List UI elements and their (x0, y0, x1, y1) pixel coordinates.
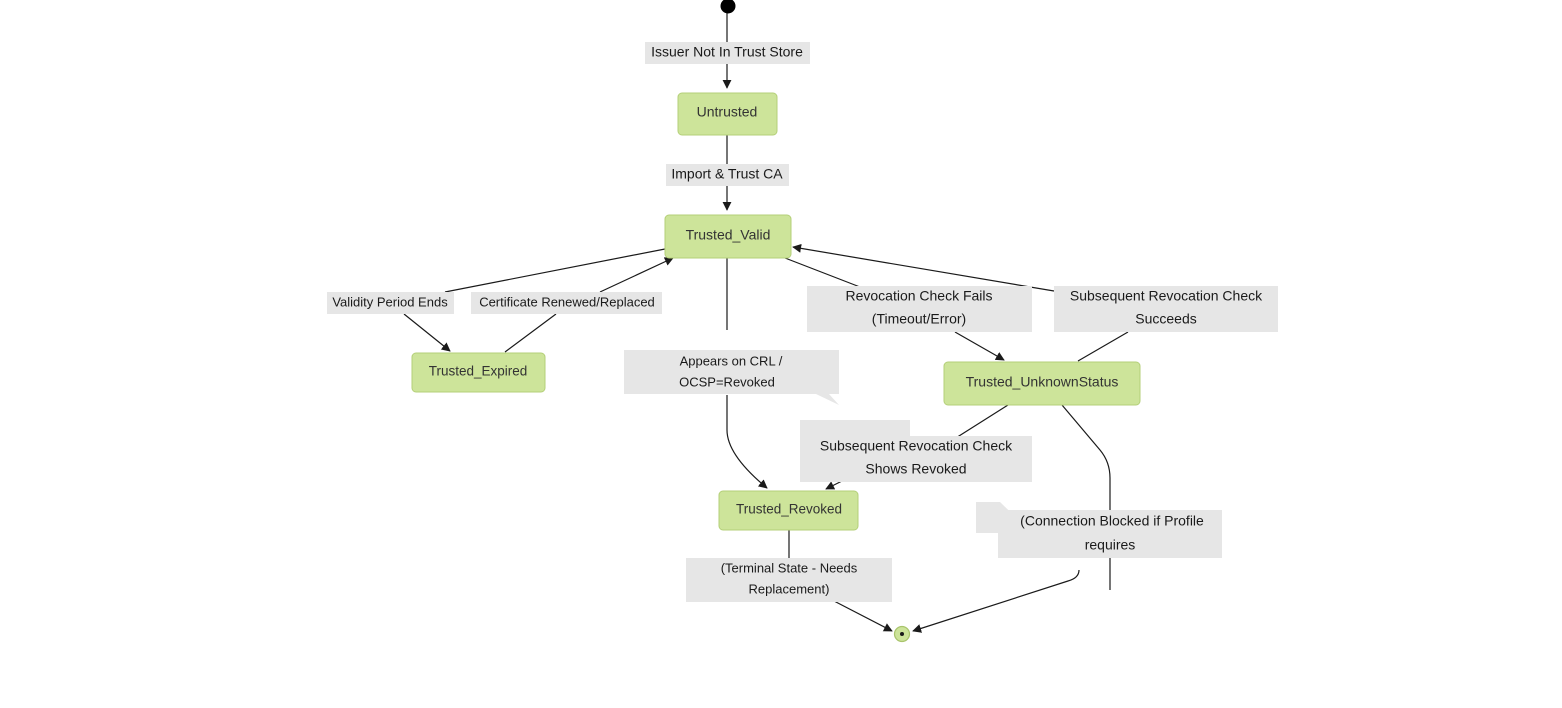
edge-expired-to-valid (504, 258, 673, 353)
svg-text:(Timeout/Error): (Timeout/Error) (872, 311, 966, 327)
edge-revoked-to-end (788, 530, 892, 631)
label-issuer-not-in-trust-store: Issuer Not In Trust Store (645, 42, 810, 64)
label-certificate-renewed: Certificate Renewed/Replaced (471, 292, 662, 314)
state-trusted-expired: Trusted_Expired (411, 352, 546, 393)
svg-text:Import & Trust CA: Import & Trust CA (671, 166, 783, 182)
svg-text:Trusted_Revoked: Trusted_Revoked (736, 502, 842, 517)
edge-valid-to-revoked (726, 258, 767, 488)
state-trusted-valid: Trusted_Valid (664, 214, 792, 259)
svg-text:Replacement): Replacement) (749, 581, 830, 596)
svg-text:Untrusted: Untrusted (697, 104, 758, 120)
svg-text:(Connection Blocked if Profile: (Connection Blocked if Profile (1020, 513, 1204, 529)
edge-valid-to-unknown (784, 257, 1004, 360)
final-state-node (893, 625, 911, 643)
label-connection-blocked: (Connection Blocked if Profile requires (976, 502, 1222, 558)
state-trusted-unknown-status: Trusted_UnknownStatus (943, 361, 1141, 406)
svg-text:Validity Period Ends: Validity Period Ends (332, 294, 448, 309)
label-import-trust-ca: Import & Trust CA (666, 164, 789, 186)
svg-text:Trusted_Expired: Trusted_Expired (429, 364, 528, 379)
state-trusted-revoked: Trusted_Revoked (718, 490, 859, 531)
svg-text:Trusted_Valid: Trusted_Valid (686, 227, 771, 243)
svg-text:OCSP=Revoked: OCSP=Revoked (679, 374, 775, 389)
label-validity-period-ends: Validity Period Ends (327, 292, 454, 314)
svg-text:Appears on CRL /: Appears on CRL / (680, 353, 783, 368)
state-untrusted: Untrusted (677, 92, 778, 136)
svg-text:Subsequent Revocation Check: Subsequent Revocation Check (1070, 288, 1263, 304)
label-appears-on-crl: Appears on CRL / OCSP=Revoked (624, 350, 839, 405)
label-terminal-state: (Terminal State - Needs Replacement) (686, 558, 892, 602)
label-subsequent-shows-revoked: Subsequent Revocation Check Shows Revoke… (800, 420, 1032, 482)
edge-unknown-to-valid (793, 247, 1129, 362)
svg-text:Issuer Not In Trust Store: Issuer Not In Trust Store (651, 44, 803, 60)
edge-unknown-to-end (913, 404, 1111, 631)
svg-text:Revocation Check Fails: Revocation Check Fails (845, 288, 992, 304)
initial-state-dot (720, 0, 736, 14)
label-subsequent-succeeds: Subsequent Revocation Check Succeeds (1054, 286, 1278, 332)
edge-valid-to-expired (403, 248, 666, 351)
svg-text:requires: requires (1085, 537, 1136, 553)
svg-text:Succeeds: Succeeds (1135, 311, 1196, 327)
svg-text:(Terminal State - Needs: (Terminal State - Needs (721, 560, 858, 575)
label-revocation-check-fails: Revocation Check Fails (Timeout/Error) (807, 286, 1032, 332)
svg-text:Subsequent Revocation Check: Subsequent Revocation Check (820, 438, 1013, 454)
svg-text:Certificate Renewed/Replaced: Certificate Renewed/Replaced (479, 294, 655, 309)
svg-text:Shows Revoked: Shows Revoked (865, 461, 966, 477)
svg-text:Trusted_UnknownStatus: Trusted_UnknownStatus (966, 374, 1119, 390)
